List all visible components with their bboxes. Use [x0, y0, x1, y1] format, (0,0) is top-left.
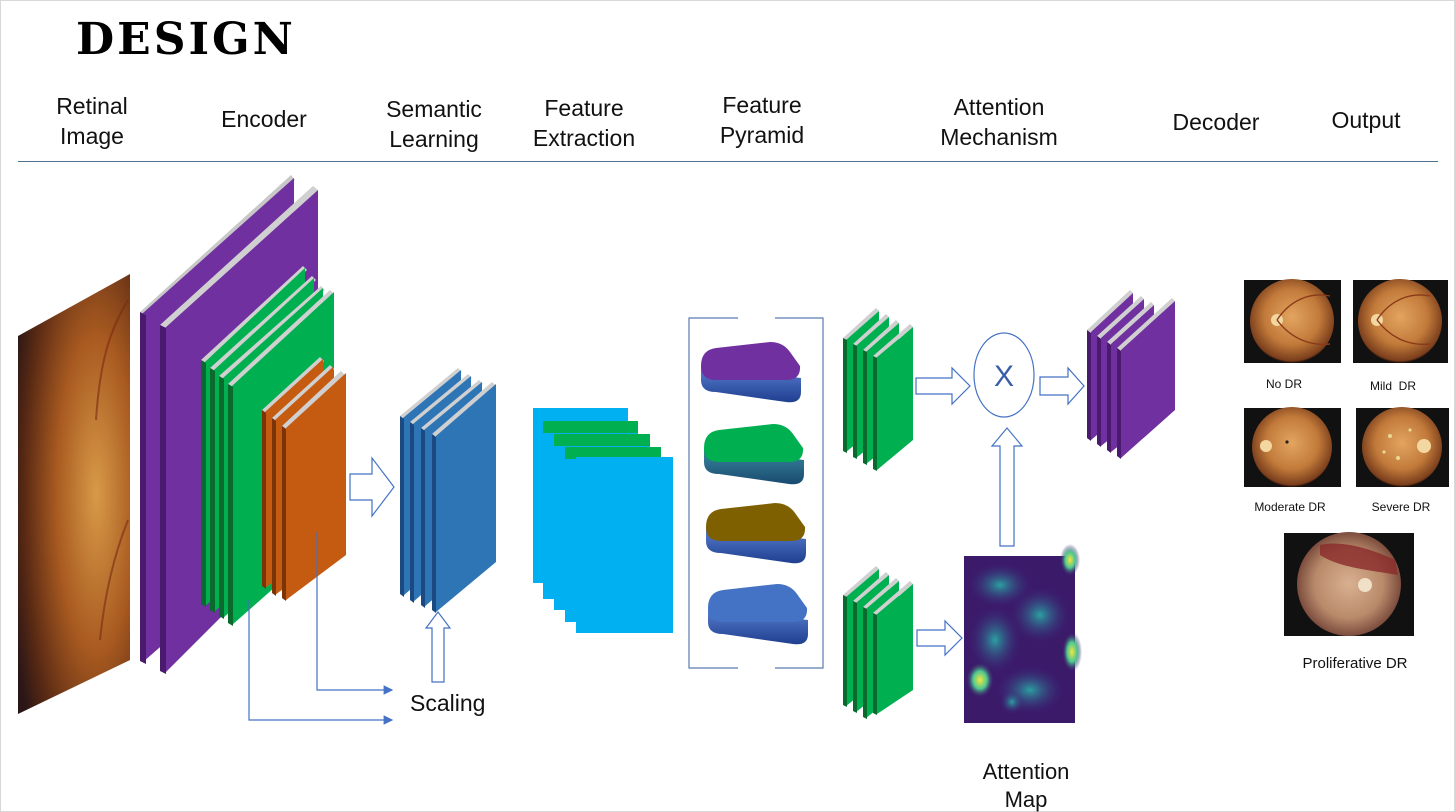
pyramid-tile-blue — [708, 584, 808, 645]
header-decoder: Decoder — [1156, 107, 1276, 137]
output-image-mild-dr — [1353, 279, 1448, 363]
header-line: Output — [1331, 107, 1401, 133]
output-image-no-dr — [1244, 279, 1341, 363]
header-feature-extraction: Feature Extraction — [518, 93, 650, 153]
output-image-proliferative-dr — [1284, 532, 1414, 636]
header-attention-mechanism: Attention Mechanism — [924, 92, 1074, 152]
attention-map-label: Map — [1005, 787, 1048, 812]
output-label-mild-dr: Mild DR — [1370, 379, 1416, 393]
attention-map-image — [964, 544, 1082, 723]
attention-map-label: Attention — [983, 759, 1070, 784]
output-label-severe-dr: Severe DR — [1372, 500, 1431, 514]
pyramid-tile-purple — [701, 342, 801, 403]
header-line: Mechanism — [940, 124, 1058, 150]
output-label-proliferative-dr: Proliferative DR — [1302, 655, 1407, 672]
header-output: Output — [1314, 105, 1418, 135]
header-semantic-learning: Semantic Learning — [370, 94, 498, 154]
block-arrow — [349, 456, 395, 518]
pyramid-tile-green — [704, 424, 804, 485]
scaling-up-arrow — [424, 611, 452, 683]
output-image-severe-dr — [1356, 407, 1449, 487]
skip-connection-line — [316, 532, 394, 695]
header-line: Attention — [953, 94, 1045, 120]
header-feature-pyramid: Feature Pyramid — [700, 90, 824, 150]
header-line: Extraction — [532, 125, 636, 151]
attention-green-block-lower — [843, 566, 913, 719]
header-line: Feature — [722, 92, 802, 118]
header-line: Pyramid — [719, 122, 805, 148]
header-line: Encoder — [221, 106, 307, 132]
header-line: Semantic — [386, 96, 482, 122]
multiply-node — [973, 332, 1035, 418]
header-divider — [18, 161, 1438, 162]
scaling-label: Scaling — [410, 690, 485, 716]
skip-connection-line — [248, 600, 394, 725]
encoder-orange-block — [262, 357, 346, 601]
output-label-no-dr: No DR — [1266, 377, 1302, 391]
slide-title: DESIGN — [76, 14, 296, 65]
header-line: Learning — [389, 126, 479, 152]
block-arrow — [1039, 366, 1085, 406]
block-arrow-up — [990, 427, 1024, 547]
output-image-moderate-dr — [1244, 407, 1341, 487]
block-arrow — [916, 619, 963, 657]
header-line: Retinal — [56, 93, 128, 119]
header-line: Image — [60, 123, 124, 149]
attention-green-block-upper — [843, 308, 913, 471]
feature-pyramid-bracket — [688, 317, 824, 669]
retinal-image — [18, 274, 130, 714]
block-arrow — [915, 366, 971, 406]
header-line: Feature — [544, 95, 624, 121]
header-encoder: Encoder — [204, 104, 324, 134]
retinal-vessel — [95, 299, 129, 641]
pyramid-tile-olive — [706, 503, 806, 564]
header-line: Decoder — [1172, 109, 1260, 135]
semantic-blue-block — [400, 368, 496, 613]
feature-extraction-stack — [533, 408, 673, 633]
output-label-moderate-dr: Moderate DR — [1254, 500, 1326, 514]
decoder-purple-block — [1087, 290, 1175, 459]
multiply-symbol: X — [994, 360, 1014, 393]
header-retinal-image: Retinal Image — [42, 91, 142, 151]
